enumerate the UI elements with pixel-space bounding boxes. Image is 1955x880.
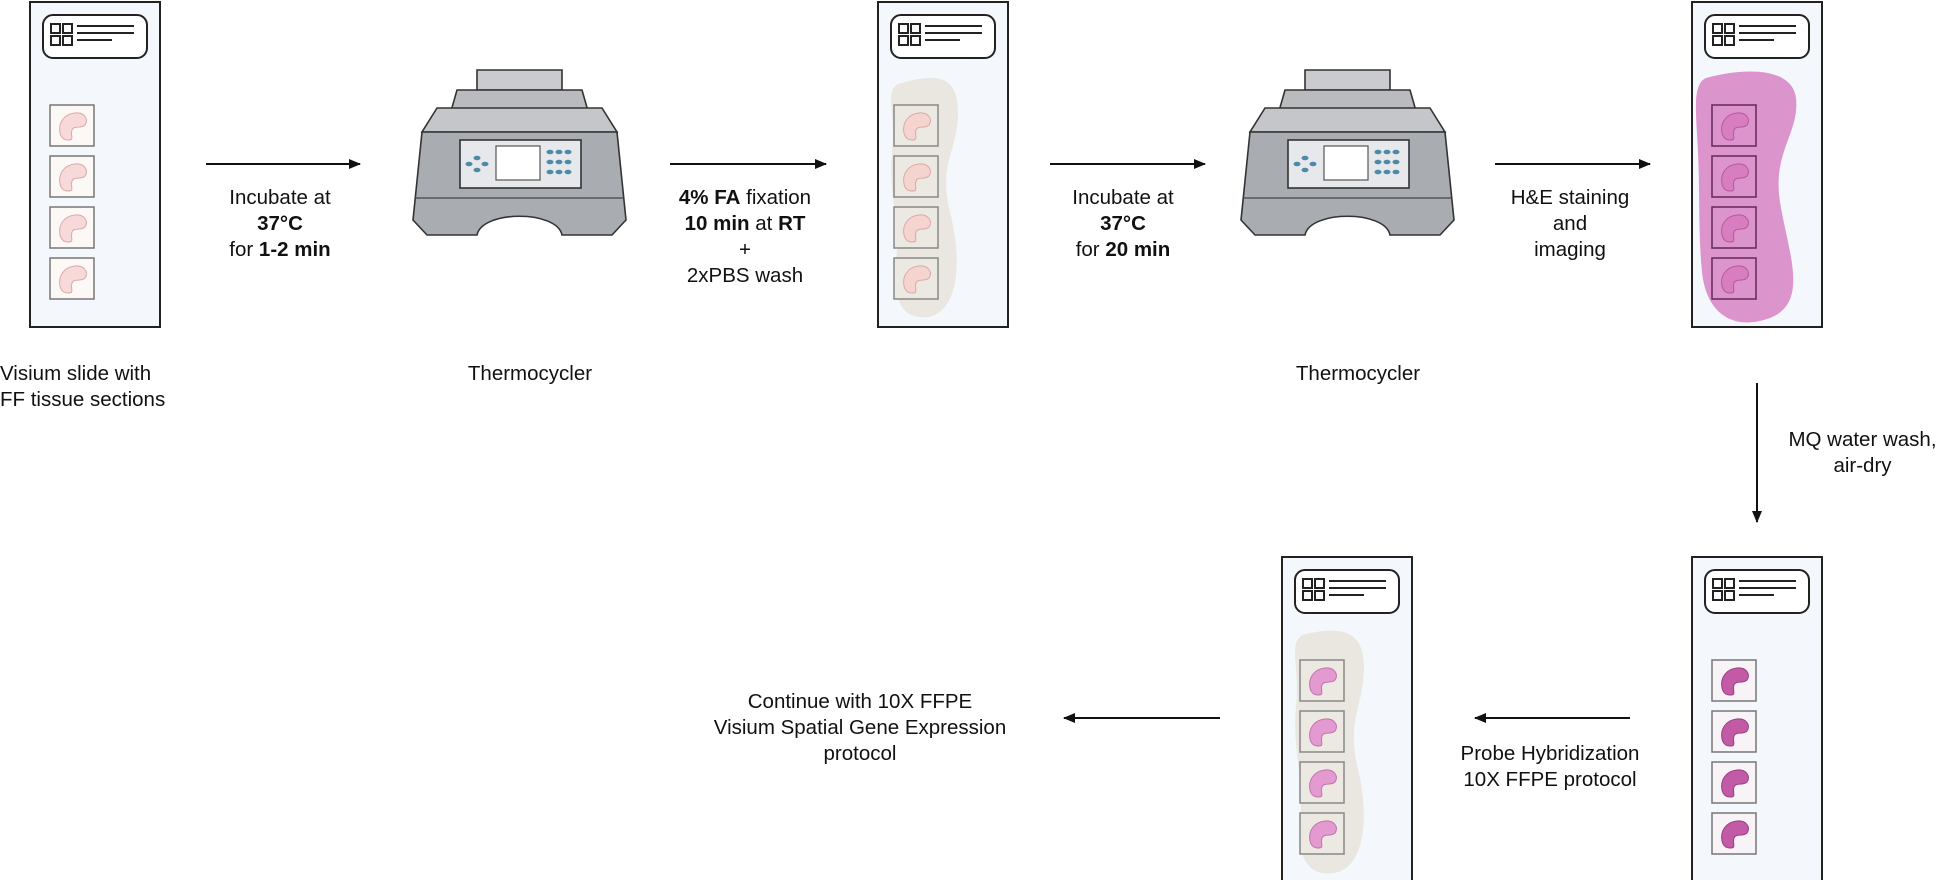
he-line3: imaging [1534, 238, 1606, 261]
he-line2: and [1552, 212, 1588, 235]
incubate-1-for: for [229, 238, 259, 261]
incubate-1-label: Incubate at 37°C for 1-2 min [190, 185, 370, 263]
incubate-2-label: Incubate at 37°C for 20 min [1033, 185, 1213, 263]
fixation-plus: + [739, 238, 751, 261]
continue-line2: Visium Spatial Gene Expression [713, 716, 1007, 739]
he-label: H&E staining and imaging [1480, 185, 1660, 263]
probe-line2: 10X FFPE protocol [1463, 768, 1637, 791]
thermocycler-1-icon [412, 69, 627, 236]
slide-fixed [877, 1, 1009, 328]
probe-label: Probe Hybridization 10X FFPE protocol [1430, 741, 1670, 793]
probe-line1: Probe Hybridization [1460, 742, 1640, 765]
slide-ff-label-line2: FF tissue sections [0, 388, 166, 411]
slide-ff-tissue [29, 1, 161, 328]
incubate-2-for: for [1075, 238, 1106, 261]
fixation-label: 4% FA fixation 10 min at RT + 2xPBS wash [640, 185, 850, 289]
continue-line1: Continue with 10X FFPE [747, 690, 973, 713]
incubate-2-temp: 37°C [1100, 212, 1146, 235]
thermocycler-1-label: Thermocycler [440, 361, 620, 387]
slide-ff-label-line1: Visium slide with [0, 362, 152, 385]
fixation-time: 10 min [684, 212, 750, 235]
slide-probe-hybridized [1281, 556, 1413, 880]
thermocycler-2-icon [1240, 69, 1455, 236]
slide-he-stained [1691, 1, 1823, 328]
incubate-1-line1: Incubate at [229, 186, 331, 209]
continue-line3: protocol [823, 742, 897, 765]
fixation-rt: RT [778, 212, 806, 235]
thermocycler-1-text: Thermocycler [467, 362, 593, 385]
continue-label: Continue with 10X FFPE Visium Spatial Ge… [680, 689, 1040, 767]
mq-wash-label: MQ water wash, air-dry [1770, 427, 1955, 479]
thermocycler-2-label: Thermocycler [1268, 361, 1448, 387]
thermocycler-2-text: Thermocycler [1295, 362, 1421, 385]
incubate-2-line1: Incubate at [1072, 186, 1174, 209]
mq-line1: MQ water wash, [1788, 428, 1937, 451]
incubate-1-temp: 37°C [257, 212, 303, 235]
fixation-word: fixation [740, 186, 812, 209]
fixation-at: at [749, 212, 779, 235]
incubate-2-duration: 20 min [1105, 238, 1171, 261]
slide-washed [1691, 556, 1823, 880]
slide-ff-label: Visium slide with FF tissue sections [0, 361, 165, 413]
fixation-fa: 4% FA [678, 186, 741, 209]
mq-line2: air-dry [1833, 454, 1892, 477]
incubate-1-duration: 1-2 min [258, 238, 331, 261]
fixation-wash: 2xPBS wash [686, 264, 804, 287]
he-line1: H&E staining [1510, 186, 1630, 209]
